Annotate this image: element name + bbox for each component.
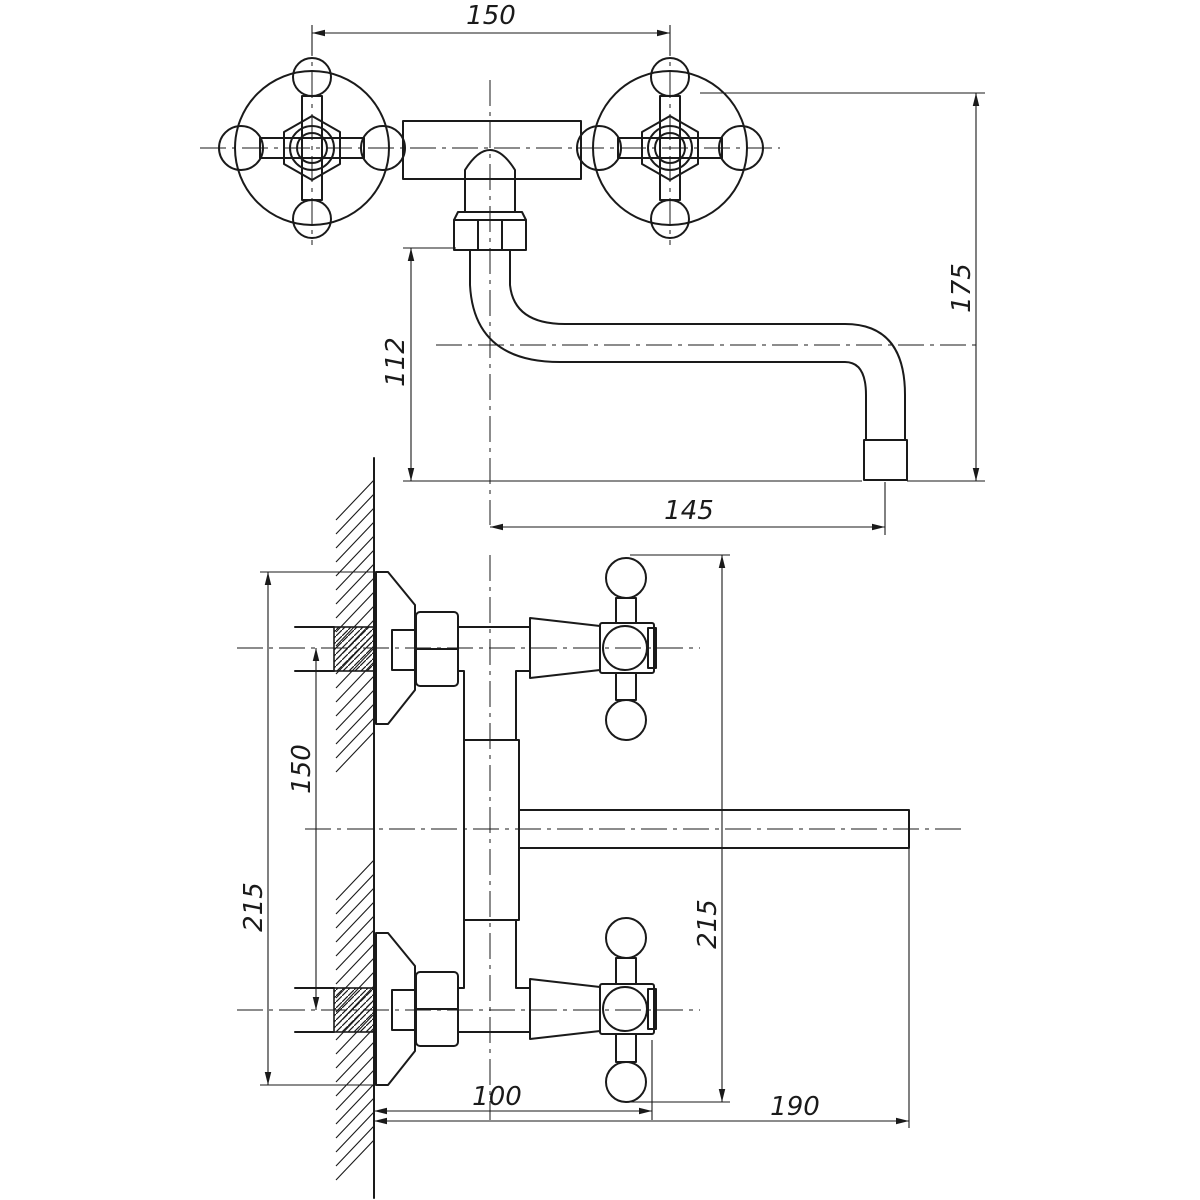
wall-hatch-line: [335, 1069, 375, 1111]
wall-hatch-line: [335, 717, 375, 759]
wall-hatch-line: [335, 493, 375, 535]
wall-hatch-line: [335, 535, 375, 577]
top-view: 150 175 112 145: [200, 1, 985, 535]
dim-text: 150: [466, 1, 516, 31]
lower-handle-stem: [529, 978, 601, 1040]
wall-hatch-line: [335, 591, 375, 633]
side-view: 215 150 215 100 190: [237, 457, 965, 1199]
wall-hatch-line: [335, 563, 375, 605]
dim-side-overall-right: 215: [630, 554, 730, 1103]
dim-text: 100: [472, 1082, 522, 1112]
wall-hatch-line: [335, 887, 375, 929]
dim-side-handle-depth: 100: [374, 1040, 653, 1120]
wall-hatch-line: [335, 1055, 375, 1097]
wall-hatch-line: [335, 549, 375, 591]
dim-top-spout-reach: 145: [490, 482, 886, 535]
spout-tube-top: [469, 249, 867, 441]
dim-side-spout-length: 190: [374, 848, 910, 1128]
wall-hatch-line: [335, 1027, 375, 1069]
wall-hatch-line: [335, 1041, 375, 1083]
mixer-body-top: [402, 120, 582, 180]
wall-hatch-line: [335, 731, 375, 773]
wall-hatch-line: [335, 1111, 375, 1153]
wall: [335, 457, 375, 1199]
swivel-nut-top: [453, 219, 527, 251]
lower-handle-ball-bottom: [605, 1061, 647, 1103]
wall-hatch-line: [335, 703, 375, 745]
wall-hatch-line: [335, 479, 375, 521]
upper-wall-rosette: [375, 571, 416, 725]
upper-inlet: [294, 557, 657, 741]
dim-top-spout-height: 112: [381, 247, 862, 482]
wall-hatch-line: [335, 901, 375, 943]
dim-text: 190: [770, 1092, 820, 1122]
dim-text: 145: [664, 496, 714, 526]
wall-hatch-line: [335, 1097, 375, 1139]
mixer-body-side: [463, 739, 520, 921]
wall-hatch-line: [335, 915, 375, 957]
dim-text: 112: [381, 337, 411, 387]
dim-side-overall-left: 215: [239, 571, 378, 1086]
dim-text: 215: [239, 882, 269, 932]
wall-hatch-line: [335, 577, 375, 619]
upper-handle-ball-bottom: [605, 699, 647, 741]
wall-hatch-line: [335, 1083, 375, 1125]
wall-hatch-line: [335, 507, 375, 549]
upper-handle-ball-top: [605, 557, 647, 599]
dim-text: 150: [287, 744, 317, 794]
wall-hatch-line: [335, 675, 375, 717]
lower-inlet: [294, 917, 657, 1103]
wall-hatch-line: [335, 873, 375, 915]
wall-hatch-line: [335, 689, 375, 731]
wall-hatch-line: [335, 1139, 375, 1181]
lower-wall-rosette: [375, 932, 416, 1086]
wall-hatch-line: [335, 1125, 375, 1167]
dim-top-total-height: 175: [700, 92, 985, 482]
dim-text: 175: [947, 263, 977, 313]
wall-hatch-line: [335, 943, 375, 985]
spout-side: [518, 809, 910, 849]
spout-collar-top: [464, 149, 516, 213]
right-cross-handle-top: [576, 57, 764, 239]
wall-hatch-line: [335, 859, 375, 901]
aerator-top: [863, 439, 908, 481]
wall-hatch-line: [335, 929, 375, 971]
wall-hatch-line: [335, 521, 375, 563]
left-cross-handle-top: [218, 57, 406, 239]
lower-handle-ball-top: [605, 917, 647, 959]
dim-text: 215: [693, 899, 723, 949]
dim-top-handle-spacing: 150: [311, 1, 671, 55]
dim-side-inlet-spacing: 150: [287, 648, 320, 1010]
